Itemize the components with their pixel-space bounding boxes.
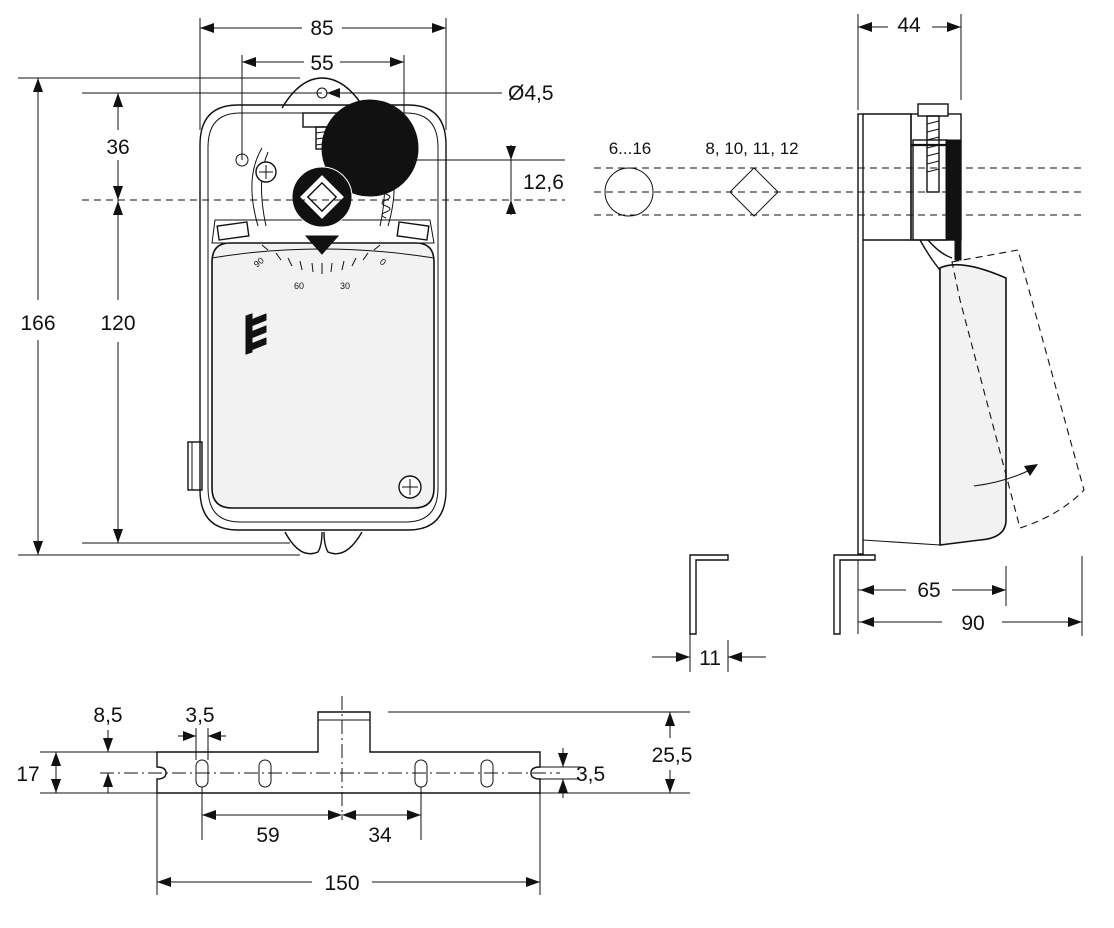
- position-scale: 90 60 30 0: [252, 244, 388, 291]
- front-view: 90 60 30 0: [187, 77, 447, 555]
- mounting-plate-outline: [156, 711, 541, 794]
- bracket-profile: 11: [652, 554, 766, 672]
- dim-slot-offset-3-5: 3,5: [576, 763, 605, 786]
- side-view-dimensions: 44 65 90: [857, 14, 1083, 636]
- dim-height-166: 166: [20, 312, 55, 335]
- dim-bracket-thickness-11: 11: [699, 647, 721, 670]
- dim-hole-diameter: Ø4,5: [508, 82, 554, 105]
- round-shaft-icon: [604, 167, 654, 217]
- dim-body-depth-65: 65: [917, 579, 940, 602]
- dim-depth-44: 44: [897, 14, 921, 37]
- round-shaft-range: 6...16: [609, 139, 652, 158]
- mounting-plate-dimensions: 8,5 17 3,5 3,5 25,5: [16, 704, 692, 895]
- square-shaft-sizes: 8, 10, 11, 12: [705, 139, 798, 158]
- dim-length-150: 150: [324, 872, 359, 895]
- dim-slot-width-3-5: 3,5: [185, 704, 214, 727]
- dim-top-offset-36: 36: [106, 136, 129, 159]
- front-view-dimensions: 85 55 Ø4,5 166 36 120: [18, 17, 565, 556]
- slot-4: [480, 759, 494, 788]
- scale-label-30: 30: [340, 281, 350, 291]
- dim-plate-height-17: 17: [16, 763, 39, 786]
- shaft-size-symbols: 6...16 8, 10, 11, 12: [594, 139, 1084, 217]
- dim-hole-offset-12-6: 12,6: [523, 171, 564, 194]
- slot-2: [258, 759, 272, 788]
- scale-label-60: 60: [294, 281, 304, 291]
- dim-width-85: 85: [310, 17, 333, 40]
- actuator-body-outline: [199, 104, 447, 531]
- mounting-plate: [100, 696, 560, 820]
- actuator-side-body: [939, 263, 1007, 546]
- screw-cover-icon: [398, 475, 422, 499]
- actuator-cover: [211, 242, 435, 509]
- dim-spacing-34: 34: [368, 824, 392, 847]
- square-shaft-icon: [729, 167, 779, 217]
- brand-logo-icon: [245, 313, 267, 355]
- dim-tab-height-25-5: 25,5: [652, 744, 693, 767]
- dim-spacing-59: 59: [256, 824, 279, 847]
- screw-left-icon: [255, 161, 277, 183]
- dim-hole-spacing-55: 55: [310, 52, 333, 75]
- scale-label-0: 0: [378, 257, 388, 268]
- dim-edge-offset-8-5: 8,5: [93, 704, 122, 727]
- dim-center-height-120: 120: [100, 312, 135, 335]
- scale-label-90: 90: [252, 255, 266, 269]
- side-view: [833, 103, 1085, 635]
- dim-total-depth-90: 90: [961, 612, 984, 635]
